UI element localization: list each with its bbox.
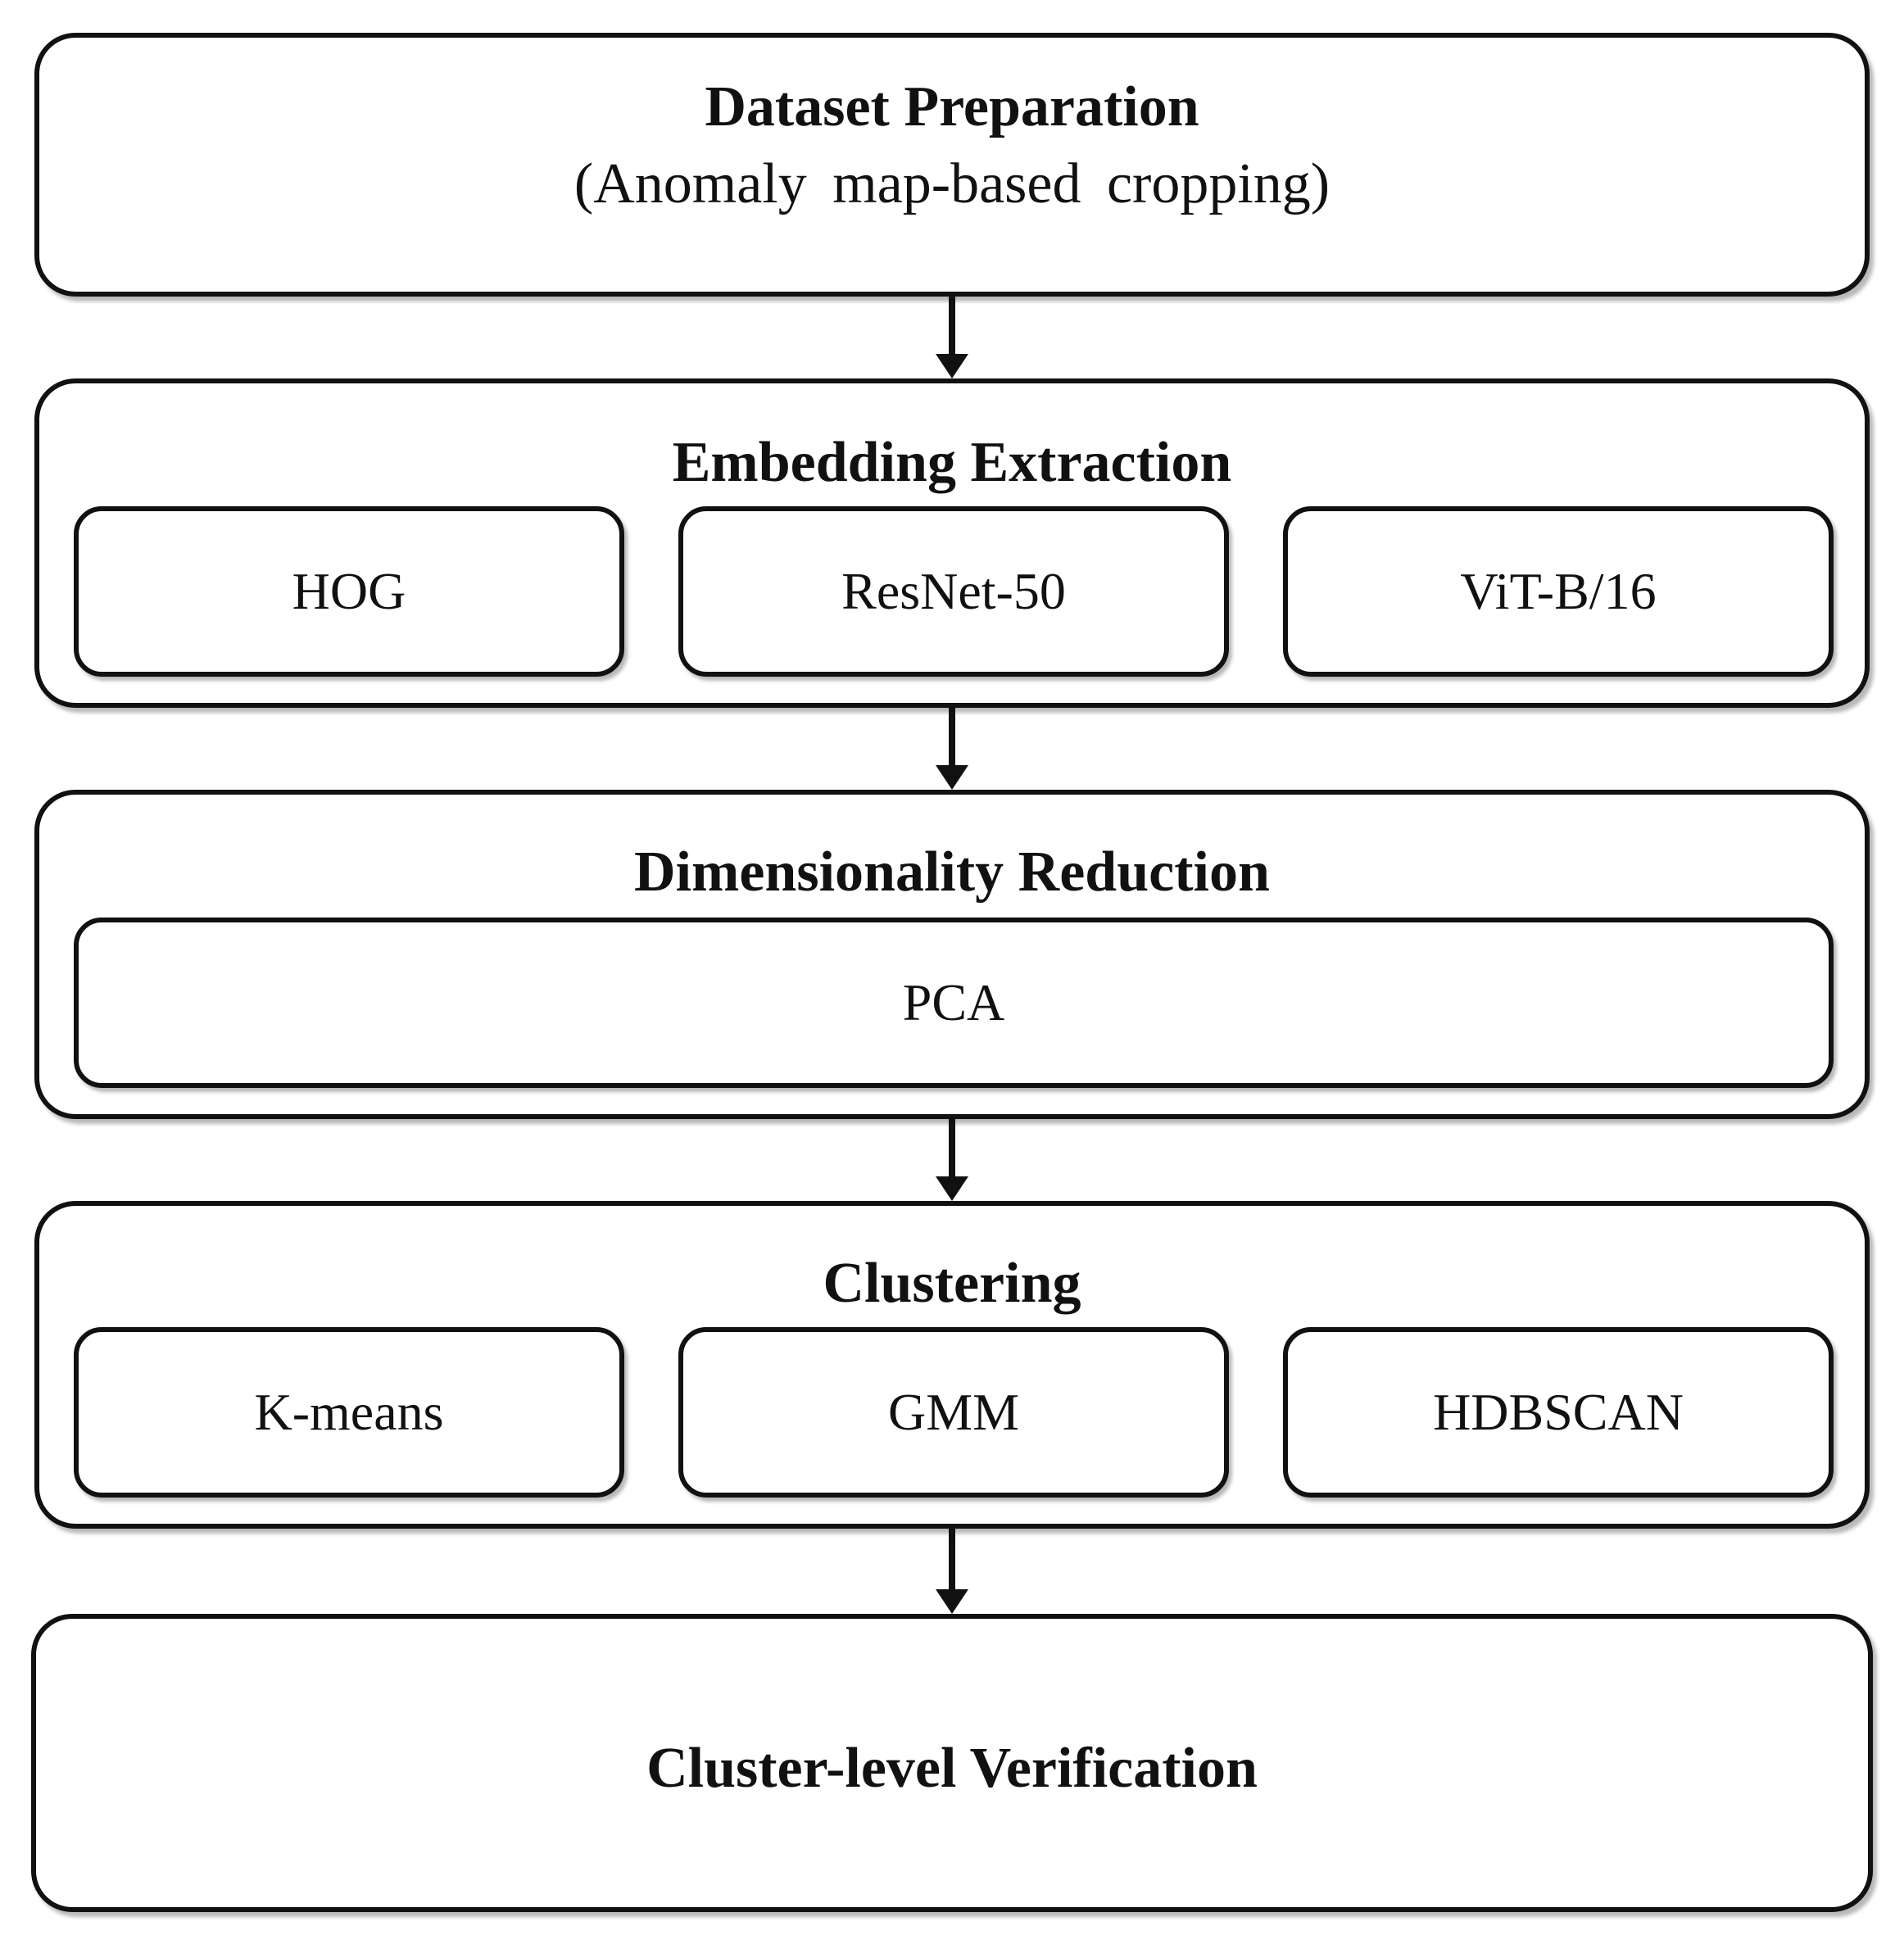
method-resnet-50: ResNet-50 [678,506,1229,677]
method-pca: PCA [74,918,1834,1088]
clustering-box: Clustering K-means GMM HDBSCAN [34,1201,1870,1529]
cluster-verification-title: Cluster-level Verification [646,1737,1258,1800]
clustering-title: Clustering [823,1252,1081,1315]
dimensionality-reduction-title: Dimensionality Reduction [634,841,1270,904]
method-k-means: K-means [74,1327,624,1498]
dataset-preparation-subtitle: (Anomaly map-based cropping) [573,152,1331,215]
method-hdbscan: HDBSCAN [1283,1327,1834,1498]
arrow-down-2 [936,708,968,790]
dataset-preparation-box: Dataset Preparation (Anomaly map-based c… [34,33,1870,297]
method-vit-b16: ViT-B/16 [1283,506,1834,677]
arrow-down-3 [936,1119,968,1201]
arrow-down-4 [936,1529,968,1614]
embedding-extraction-box: Embedding Extraction HOG ResNet-50 ViT-B… [34,378,1870,708]
dimensionality-reduction-box: Dimensionality Reduction PCA [34,790,1870,1119]
dataset-preparation-title: Dataset Preparation [705,75,1199,138]
method-gmm: GMM [678,1327,1229,1498]
method-hog: HOG [74,506,624,677]
embedding-extraction-title: Embedding Extraction [672,431,1232,494]
cluster-verification-box: Cluster-level Verification [31,1614,1873,1912]
arrow-down-1 [936,297,968,378]
